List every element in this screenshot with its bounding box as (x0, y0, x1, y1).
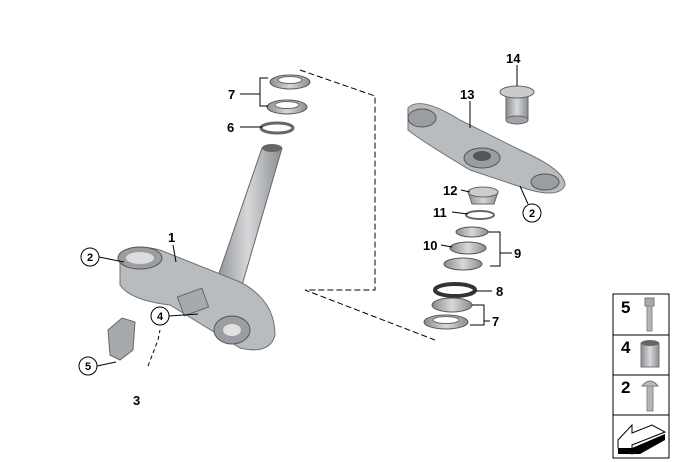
bracket-dashed-line (147, 329, 161, 367)
callout-7-left: 7 (228, 87, 235, 102)
legend-number-5: 5 (621, 298, 630, 317)
callout-11: 11 (433, 205, 447, 220)
svg-text:4: 4 (157, 311, 164, 323)
callout-13: 13 (460, 87, 474, 102)
bracket-part (107, 317, 136, 361)
socket-screw-icon (644, 297, 655, 332)
svg-text:2: 2 (529, 208, 535, 220)
leader-lines (96, 65, 529, 367)
right-bearing-stack (423, 186, 499, 330)
legend-number-2: 2 (621, 378, 630, 397)
callout-12: 12 (443, 183, 457, 198)
callout-8: 8 (496, 284, 503, 299)
svg-text:5: 5 (85, 361, 91, 373)
callout-7-right: 7 (492, 314, 499, 329)
callout-5: 5 (78, 356, 98, 376)
assembly-dashed-line (299, 69, 436, 341)
callout-6: 6 (227, 120, 234, 135)
callout-2-right: 2 (522, 203, 542, 223)
button-screw-icon (640, 380, 660, 412)
cap-part (499, 85, 535, 125)
callout-10: 10 (423, 238, 437, 253)
callout-9: 9 (514, 246, 521, 261)
direction-arrow-icon (617, 423, 667, 455)
callout-2-left: 2 (80, 247, 100, 267)
callout-14: 14 (506, 51, 521, 66)
legend-number-4: 4 (621, 338, 631, 357)
sleeve-icon (640, 340, 660, 368)
upper-triple-clamp (407, 103, 566, 194)
left-bearing-stack (259, 74, 311, 135)
parts-legend: 5 4 2 (612, 293, 670, 459)
callout-4: 4 (150, 306, 170, 326)
callout-1: 1 (168, 230, 175, 245)
svg-text:2: 2 (87, 252, 93, 264)
callout-3: 3 (133, 393, 140, 408)
lower-triple-clamp (117, 144, 283, 351)
